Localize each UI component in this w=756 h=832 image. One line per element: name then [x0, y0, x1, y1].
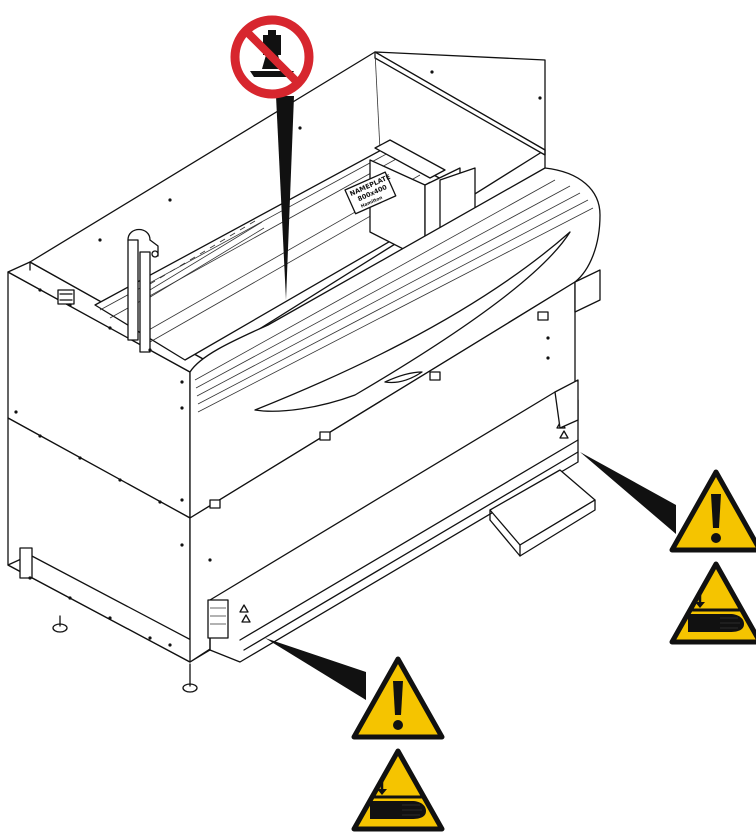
- cover-clips: [209, 311, 549, 509]
- loading-tray: [489, 469, 596, 557]
- pipetting-arm: [127, 228, 159, 353]
- lower-front-panel: [189, 281, 579, 663]
- right-sign-pointer: [580, 452, 676, 534]
- right-hand-crush-warning-icon: [669, 561, 756, 645]
- right-general-warning-icon: [669, 469, 756, 553]
- no-heavy-load-icon: [230, 15, 314, 99]
- screw-dots: [14, 70, 550, 647]
- bottom-sign-pointer: [265, 638, 366, 700]
- bottom-general-warning-icon: [351, 656, 445, 740]
- left-end-panel: [7, 261, 211, 693]
- right-back-frame: [374, 51, 546, 169]
- front-cover: [189, 167, 601, 519]
- left-bracket: [57, 289, 75, 305]
- bottom-hand-crush-warning-icon: [351, 748, 445, 832]
- right-end-panel: [554, 269, 601, 429]
- top-sign-pointer: [276, 96, 294, 300]
